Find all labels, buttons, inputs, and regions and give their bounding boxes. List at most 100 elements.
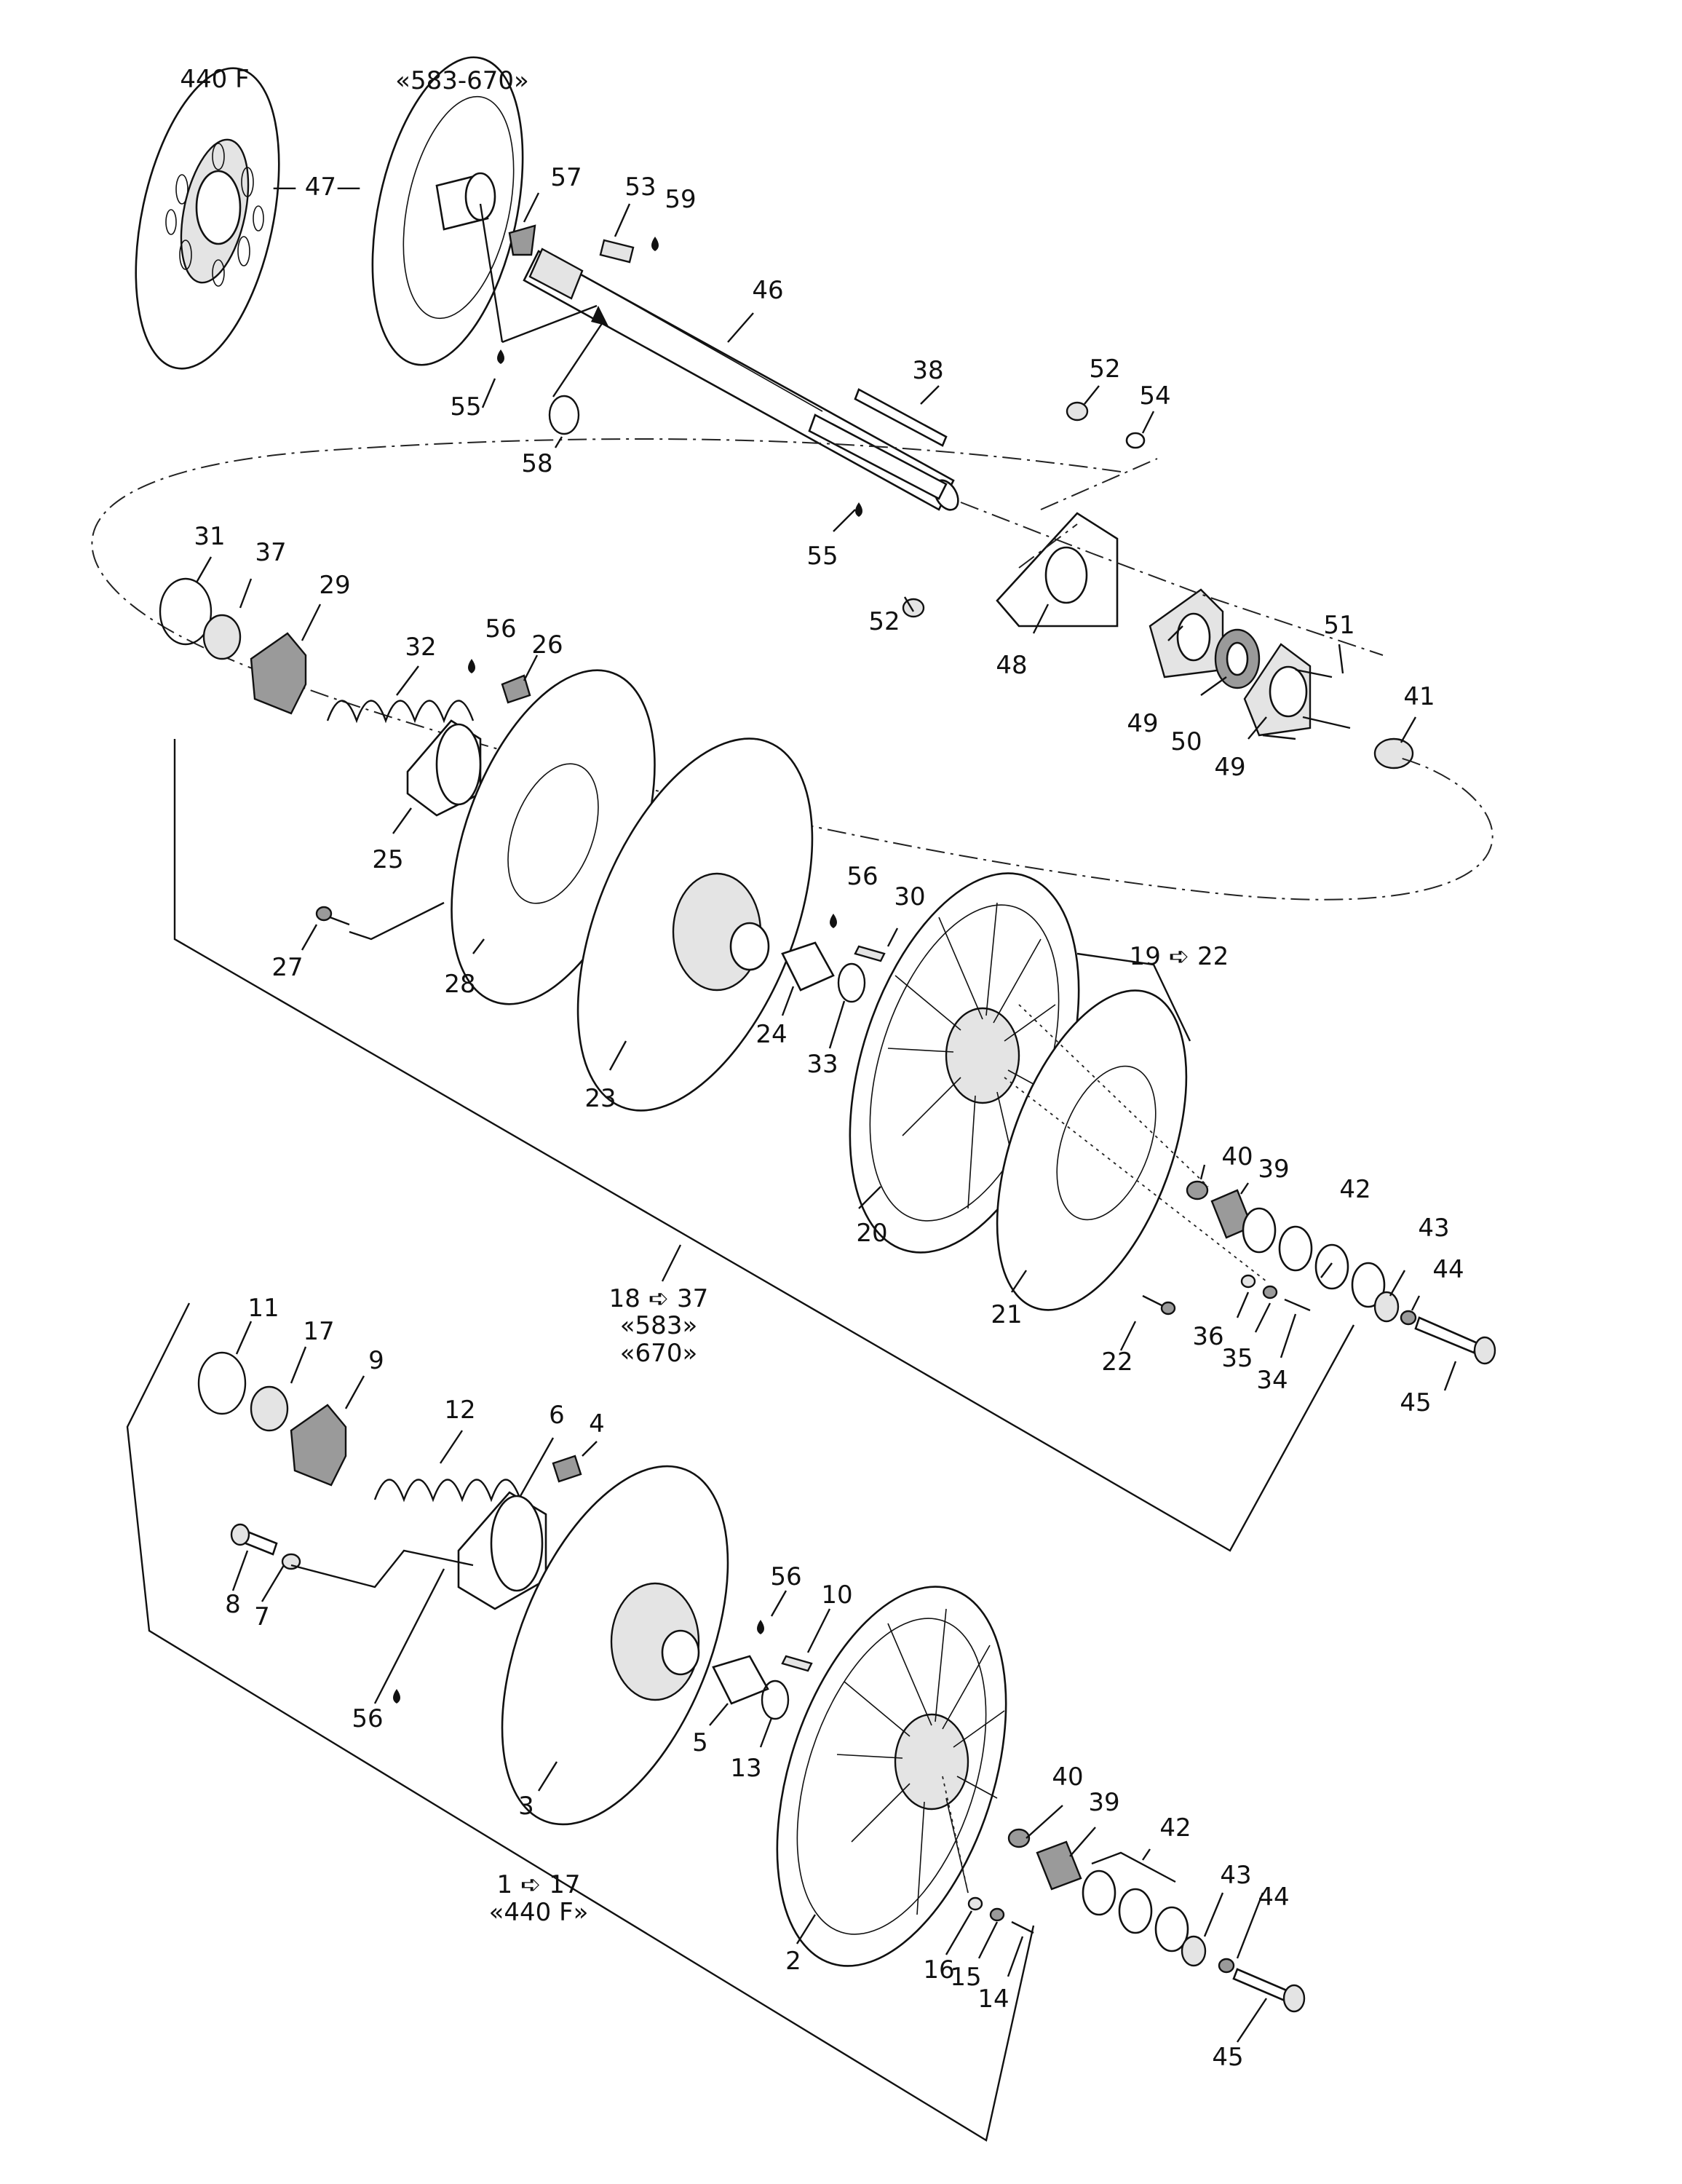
callout-7: 7	[254, 1602, 270, 1631]
callout-56b: 56	[846, 862, 878, 891]
circlip-31	[159, 577, 213, 646]
callout-11: 11	[247, 1294, 279, 1323]
callout-21: 21	[991, 1300, 1022, 1329]
callout-13: 13	[730, 1754, 761, 1783]
callout-33: 33	[806, 1050, 838, 1079]
callout-49a: 49	[1127, 709, 1158, 738]
callout-57: 57	[550, 163, 582, 192]
group-label-upper-range: 18 ➪ 37	[609, 1284, 709, 1313]
shims-42a	[1242, 1207, 1386, 1308]
callout-39a: 39	[1258, 1155, 1289, 1184]
group-label-lower-range: 1 ➪ 17	[497, 1870, 581, 1899]
callout-53: 53	[624, 173, 656, 202]
callout-10: 10	[821, 1580, 852, 1610]
callout-48: 48	[996, 651, 1027, 680]
callout-5: 5	[692, 1728, 708, 1757]
callout-29: 29	[319, 571, 350, 600]
key-53	[599, 239, 635, 264]
callout-47: — 47—	[272, 173, 361, 202]
spider-29	[250, 632, 307, 715]
washer-43b	[1181, 1935, 1207, 1967]
drive-shaft	[523, 248, 959, 511]
callout-35: 35	[1221, 1344, 1253, 1373]
o-ring-58	[548, 395, 580, 435]
callout-14: 14	[977, 1985, 1009, 2014]
callout-43a: 43	[1418, 1214, 1449, 1243]
callout-sub-range: 19 ➪ 22	[1130, 942, 1229, 971]
callout-4: 4	[589, 1409, 605, 1439]
callout-25: 25	[372, 845, 403, 874]
bearing-assembly	[902, 401, 1414, 769]
bolt-45a	[1414, 1316, 1479, 1354]
spring-32	[326, 700, 475, 724]
callout-39b: 39	[1088, 1788, 1119, 1817]
callout-45b: 45	[1212, 2043, 1243, 2072]
key-10	[781, 1655, 813, 1672]
bolt-45b	[1232, 1968, 1290, 2002]
callout-54: 54	[1139, 381, 1170, 411]
roller-39b	[1036, 1840, 1082, 1891]
fixed-sheave-2	[776, 1586, 1007, 1967]
washer-40a	[1186, 1180, 1209, 1200]
callout-37: 37	[255, 538, 286, 567]
group-label-440f: «440 F»	[489, 1898, 589, 1927]
callout-42b: 42	[1159, 1813, 1191, 1843]
spring-12	[373, 1479, 522, 1503]
slider-4	[552, 1455, 582, 1483]
callout-44b: 44	[1258, 1883, 1289, 1912]
callout-49b: 49	[1214, 753, 1245, 782]
callout-40b: 40	[1052, 1762, 1083, 1792]
washer-40b	[1007, 1828, 1031, 1848]
cone-57	[508, 224, 536, 256]
callout-30: 30	[894, 882, 925, 911]
spider-9	[290, 1404, 347, 1487]
callout-45a: 45	[1400, 1388, 1431, 1417]
callout-31: 31	[194, 522, 225, 551]
callout-56c: 56	[352, 1704, 383, 1733]
fixed-sheave-583-670	[371, 56, 524, 366]
variant-label-583-670: «583-670»	[395, 66, 529, 95]
callout-3: 3	[518, 1792, 534, 1821]
callout-26: 26	[531, 630, 563, 660]
callout-34: 34	[1256, 1366, 1288, 1395]
key-38	[854, 388, 948, 447]
callout-43b: 43	[1220, 1861, 1251, 1890]
callout-38: 38	[912, 356, 943, 385]
callout-22: 22	[1101, 1348, 1132, 1377]
shims-42b	[1082, 1870, 1189, 1952]
callout-12: 12	[444, 1396, 475, 1425]
key-30	[854, 945, 886, 962]
grease-drops	[393, 237, 862, 1704]
callout-51: 51	[1323, 611, 1354, 640]
callout-16: 16	[923, 1955, 954, 1985]
callout-32: 32	[405, 633, 436, 662]
washer-43a	[1373, 1291, 1400, 1323]
callout-20: 20	[856, 1219, 887, 1248]
callout-41: 41	[1403, 682, 1435, 711]
washer-17	[250, 1385, 289, 1432]
washer-13	[761, 1679, 790, 1720]
callout-52a: 52	[1089, 355, 1120, 384]
callout-15: 15	[950, 1963, 981, 1992]
callout-6: 6	[549, 1401, 565, 1430]
screw-22	[1142, 1294, 1165, 1308]
bushing-5	[712, 1655, 769, 1705]
callout-50: 50	[1170, 727, 1202, 756]
lockwasher-44a	[1400, 1310, 1417, 1326]
leader-lines	[195, 192, 1457, 2043]
callout-23: 23	[584, 1084, 616, 1113]
lower-group-bracket	[126, 1302, 1035, 2142]
callout-56a: 56	[485, 614, 516, 644]
callout-27: 27	[271, 953, 303, 982]
callout-24: 24	[755, 1020, 787, 1049]
washer-7	[281, 1553, 301, 1570]
callout-2: 2	[785, 1947, 801, 1976]
callout-59: 59	[665, 185, 696, 214]
group-label-670: «670»	[620, 1339, 698, 1368]
callout-58: 58	[521, 449, 552, 478]
washer-33	[837, 962, 866, 1003]
lockwasher-44b	[1218, 1958, 1235, 1974]
upper-group-bracket	[173, 739, 1355, 1552]
callout-55b: 55	[806, 542, 838, 571]
